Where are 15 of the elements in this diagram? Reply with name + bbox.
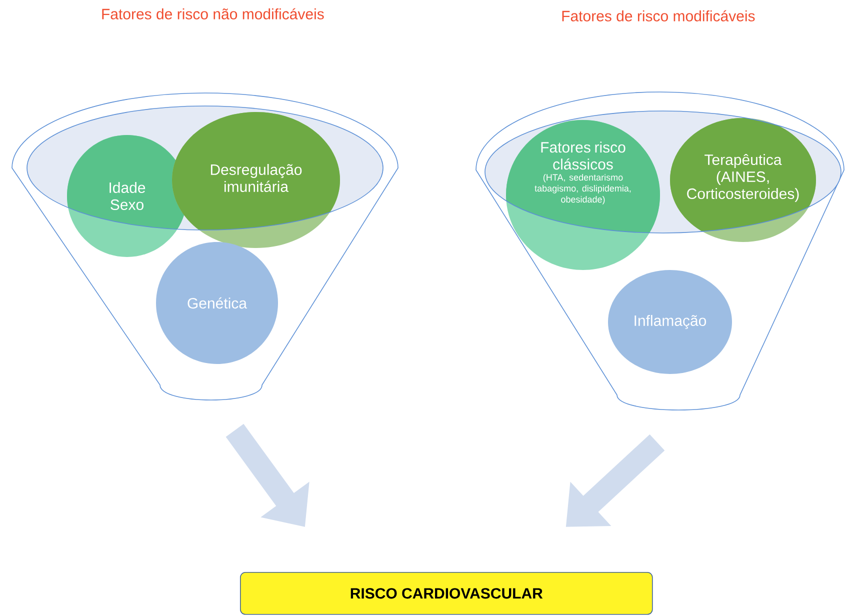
circle-label: Inflamação	[634, 314, 706, 330]
circle-label: Fatores risco clássicos (HTA, sedentarismo tabagismo, dislipidemia, obesidade)	[534, 142, 631, 204]
circle	[670, 118, 816, 242]
circle	[172, 112, 340, 248]
circle-label: Desregulação imunitária	[210, 164, 302, 192]
circle	[608, 270, 732, 374]
circle-label: Idade Sexo	[110, 182, 146, 210]
result-box: RISCO CARDIOVASCULAR	[240, 572, 653, 615]
circle	[67, 135, 187, 257]
node-label: Fatores de risco modificáveis	[562, 10, 755, 22]
circle-label: Genética	[188, 297, 248, 309]
circle	[506, 120, 660, 270]
circle-label: Terapêutica (AINES, Corticosteroides)	[687, 154, 799, 202]
circle	[156, 242, 278, 364]
node-label: Fatores de risco não modificáveis	[102, 8, 324, 20]
